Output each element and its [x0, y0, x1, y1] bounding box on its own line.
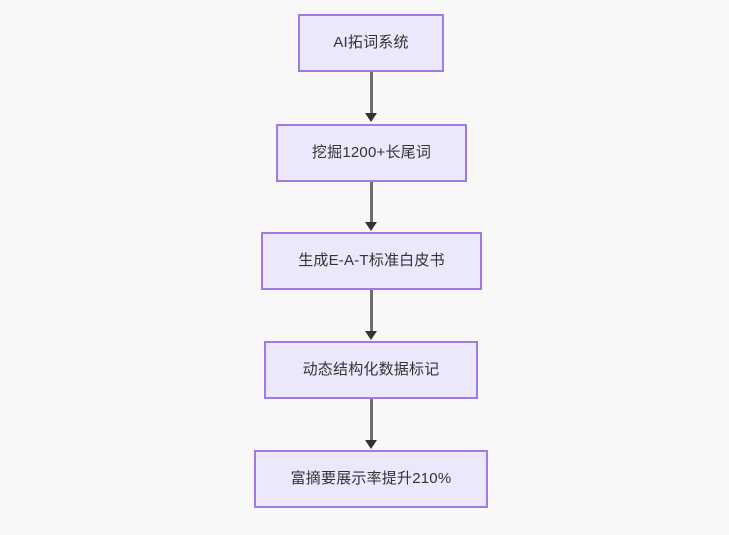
flow-node-label: 动态结构化数据标记 [302, 361, 440, 378]
flow-node-generate-eat-whitepaper[interactable]: 生成E-A-T标准白皮书 [261, 232, 482, 290]
flow-node-dynamic-structured-data-markup[interactable]: 动态结构化数据标记 [264, 341, 478, 399]
flow-node-label: 挖掘1200+长尾词 [311, 144, 432, 161]
flow-node-mine-longtail-keywords[interactable]: 挖掘1200+长尾词 [276, 124, 467, 182]
flow-node-ai-keyword-system[interactable]: AI拓词系统 [298, 14, 444, 72]
connector-n4-n5 [370, 399, 373, 441]
connector-n3-n4 [370, 290, 373, 332]
arrowhead-n1-n2 [365, 113, 377, 122]
arrowhead-n2-n3 [365, 222, 377, 231]
flow-node-label: 生成E-A-T标准白皮书 [298, 252, 445, 269]
flow-node-rich-snippet-impression-lift[interactable]: 富摘要展示率提升210% [254, 450, 488, 508]
connector-n1-n2 [370, 72, 373, 115]
flow-node-label: 富摘要展示率提升210% [290, 470, 452, 487]
connector-n2-n3 [370, 182, 373, 223]
flow-node-label: AI拓词系统 [333, 34, 409, 51]
arrowhead-n3-n4 [365, 331, 377, 340]
arrowhead-n4-n5 [365, 440, 377, 449]
